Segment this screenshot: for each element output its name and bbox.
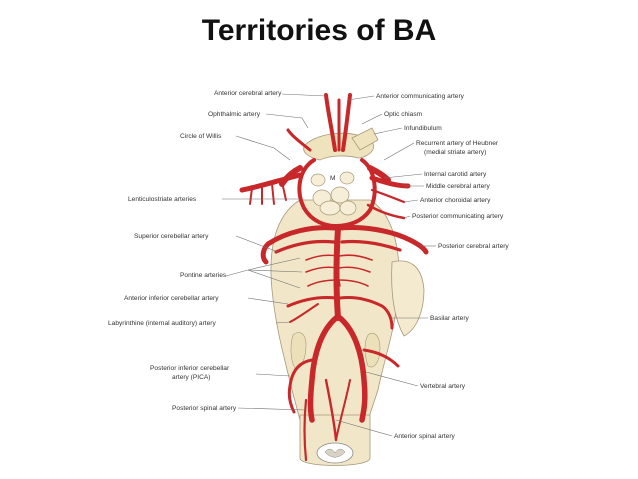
label-infundibulum: Infundibulum: [404, 125, 442, 132]
label-pica-line2: artery (PICA): [172, 374, 210, 381]
anterior-choroidal-right: [370, 188, 406, 204]
label-anterior-spinal: Anterior spinal artery: [394, 433, 456, 440]
cerebellar-flap: [391, 260, 425, 337]
labels-right: Anterior communicating artery Optic chia…: [376, 93, 509, 440]
label-vertebral: Vertebral artery: [420, 383, 466, 390]
anterior-spinal-branch: [335, 379, 351, 441]
label-posterior-communicating: Posterior communicating artery: [412, 213, 504, 220]
posterior-cerebral-left: [260, 225, 337, 265]
vertebral-right: [337, 315, 368, 423]
label-anterior-cerebral: Anterior cerebral artery: [214, 90, 282, 97]
basilar-artery: [333, 225, 341, 321]
label-anterior-choroidal: Anterior choroidal artery: [420, 197, 491, 204]
posterior-cerebral-right: [337, 225, 429, 255]
label-internal-carotid: Internal carotid artery: [424, 171, 487, 178]
pica-right: [362, 348, 400, 368]
middle-cerebral-left: [239, 172, 303, 193]
anterior-spinal-artery: [324, 378, 338, 442]
label-circle-of-willis: Circle of Willis: [180, 133, 222, 140]
infundibulum: [351, 127, 379, 151]
pontine-branches: [305, 254, 373, 287]
label-labyrinthine: Labyrinthine (internal auditory) artery: [108, 320, 216, 327]
label-posterior-spinal: Posterior spinal artery: [172, 405, 237, 412]
arterial-tree: [239, 93, 429, 462]
vertebral-left: [307, 315, 339, 423]
posterior-communicating-right: [366, 203, 406, 220]
superior-cerebellar-right: [340, 239, 402, 252]
label-anterior-communicating: Anterior communicating artery: [376, 93, 465, 100]
label-basilar: Basilar artery: [430, 315, 470, 322]
anterior-cerebral-right: [341, 93, 352, 152]
label-lenticulostriate: Lenticulostriate arteries: [128, 196, 197, 203]
label-pica-line1: Posterior inferior cerebellar: [150, 365, 230, 372]
aica-right: [338, 296, 394, 330]
label-heubner-line2: (medial striate artery): [424, 149, 486, 156]
ophthalmic-artery: [286, 128, 312, 152]
mammillary-bodies: [310, 171, 357, 216]
labels-left: Anterior cerebral artery Ophthalmic arte…: [108, 90, 282, 412]
label-aica: Anterior inferior cerebellar artery: [124, 295, 219, 302]
lenticulostriate-branches: [249, 181, 287, 205]
cord-grey-matter: [324, 448, 346, 459]
pica-left: [287, 358, 314, 414]
anterior-cerebral-left: [324, 93, 337, 152]
aica-left: [286, 296, 338, 308]
label-optic-chiasm: Optic chiasm: [384, 111, 423, 118]
superior-cerebellar-left: [274, 239, 336, 254]
internal-carotid-right: [367, 165, 391, 183]
label-pontine: Pontine arteries: [180, 272, 227, 279]
label-middle-cerebral: Middle cerebral artery: [426, 183, 490, 190]
slide-title: Territories of BA: [201, 14, 437, 47]
label-heubner-line1: Recurrent artery of Heubner: [416, 140, 499, 147]
label-ophthalmic: Ophthalmic artery: [208, 111, 261, 118]
leader-lines: [222, 93, 436, 437]
mammillary-mark: M: [330, 175, 336, 182]
posterior-spinal-artery: [303, 398, 308, 462]
label-superior-cerebellar: Superior cerebellar artery: [134, 233, 209, 240]
label-posterior-cerebral: Posterior cerebral artery: [438, 243, 509, 250]
labyrinthine-left: [289, 303, 319, 323]
